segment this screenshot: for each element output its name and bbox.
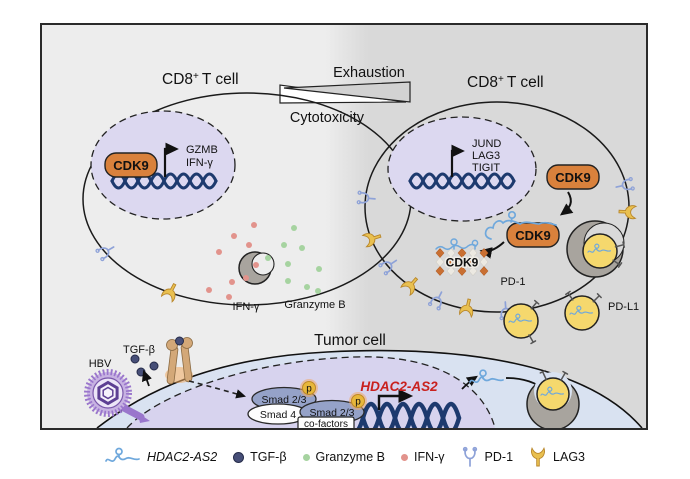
right-target-tigit: TIGIT [472,162,500,174]
diagram-canvas: Exhaustion Cytotoxicity CD8+T cell GZMB … [82,65,643,428]
legend-item-hdac2-as2: HDAC2-AS2 [105,447,217,467]
hbv-tail [118,403,145,421]
lag3-receptor-icon [400,273,422,296]
phospho-label: p [306,384,312,395]
legend-label: TGF-β [250,450,287,464]
hbv-label: HBV [89,358,112,370]
right-target-lag3: LAG3 [472,150,500,162]
smad23-a-label: Smad 2/3 [262,394,307,406]
hbv-core [102,386,114,400]
right-cd8-t-cell: CD8+T cell JUND LAG3 TIGIT CDK9 [356,74,637,321]
smad-signaling-arrow [188,380,246,399]
legend-label: LAG3 [553,450,585,464]
smad23-b-label: Smad 2/3 [310,407,355,419]
left-cdk9-label: CDK9 [113,158,148,173]
phospho-circle [302,381,316,395]
ifn-gamma-label: IFN-γ [233,301,260,313]
granzyme-b-dots [265,225,322,294]
pdl1-label: PD-L1 [608,301,639,313]
cofactors-label: co-factors [304,419,348,428]
cdk9-free-protein [546,164,600,190]
hbv-capsid [97,380,119,406]
tgfb-dot-icon [233,451,245,463]
intercellular-exosomes: PD-L1 [503,290,639,345]
right-transcription-arrow [450,144,465,177]
left-cell-title: CD8+T cell [162,71,239,88]
left-cd8-t-cell: CD8+T cell GZMB IFN-γ CDK9 I [82,71,412,313]
tumor-cell-title: Tumor cell [314,332,386,349]
right-cell-title: CD8+T cell [467,74,544,91]
cdk9-free-label: CDK9 [555,170,590,185]
pd1-receptor-icon [356,190,377,206]
lag3-receptor-icon [362,229,383,248]
left-target-gzmb: GZMB [186,144,218,156]
cdk9-bound-label: CDK9 [515,228,550,243]
exhaustion-label: Exhaustion [333,65,405,81]
tgfb-receptor [166,337,193,385]
ifn-gamma-dots [206,222,259,300]
legend-item-pd1: PD-1 [461,446,513,468]
phospho-label: p [355,397,361,408]
left-cdk9-protein [104,152,158,178]
cdk9-degraded-cluster: CDK9 [435,238,489,277]
cdk9-degraded-label: CDK9 [446,256,479,270]
right-dna-helix [408,172,516,190]
figure-frame: Exhaustion Cytotoxicity CD8+T cell GZMB … [40,23,648,430]
pd1-receptor-icon [427,288,449,312]
lag3-receptor-icon [458,297,477,318]
tgfb-label: TGF-β [123,344,155,356]
exhaustion-cytotoxicity-gradient: Exhaustion Cytotoxicity [279,65,411,126]
tumor-dna-helix [344,401,462,428]
right-target-jund: JUND [472,138,501,150]
hbv-virion [84,369,150,423]
lag3-receptor-icon [160,280,181,303]
phospho-circle [351,394,365,408]
pd1-receptor-icon [462,446,477,467]
tgfb-secretion-arrow [141,369,152,387]
legend-label: Granzyme B [315,450,385,464]
rna-squiggle-icon [105,447,140,462]
granzyme-dot-icon [302,453,310,461]
pdl1-spike-icon [590,293,602,305]
left-transcription-arrow [163,142,179,177]
cdk9-binding-arrow [559,191,574,216]
legend-item-granzyme-b: Granzyme B [302,450,385,464]
hbv-foot [138,413,150,423]
lag3-receptor-icon [618,204,637,220]
tumor-membrane [96,349,643,428]
hdac2-as2-gene-label: HDAC2-AS2 [360,379,438,394]
rna-on-degraded-cdk9 [435,238,479,251]
granzyme-b-label: Granzyme B [284,299,345,311]
tumor-nucleus-border [126,356,496,428]
figure-legend: HDAC2-AS2 TGF-β Granzyme B IFN-γ PD-1 LA… [0,441,690,473]
tgfb-ligand-bound [175,336,184,346]
rna-wrapping-cdk9 [484,210,557,240]
tumor-cell: Tumor cell HDAC2-AS2 Smad 2/3 p Smad 4 S… [84,332,643,428]
right-cell-nucleus [387,116,537,222]
ifn-dot-icon [400,453,408,461]
legend-label: IFN-γ [413,450,445,464]
pd1-membrane-label: PD-1 [500,276,525,288]
legend-label: HDAC2-AS2 [146,450,218,464]
cofactors-box [297,416,355,428]
left-cell-nucleus [90,110,236,220]
legend-item-tgfb: TGF-β [233,450,287,464]
lag3-receptor-icon [531,447,546,467]
exhaustion-wedge [283,81,411,103]
left-target-ifng: IFN-γ [186,157,213,169]
smad4-label: Smad 4 [260,409,296,421]
tumor-transcription-arrow [377,388,414,410]
legend-item-lag3: LAG3 [529,446,585,468]
legend-item-ifn-gamma: IFN-γ [400,450,445,464]
legend-label: PD-1 [484,450,514,464]
